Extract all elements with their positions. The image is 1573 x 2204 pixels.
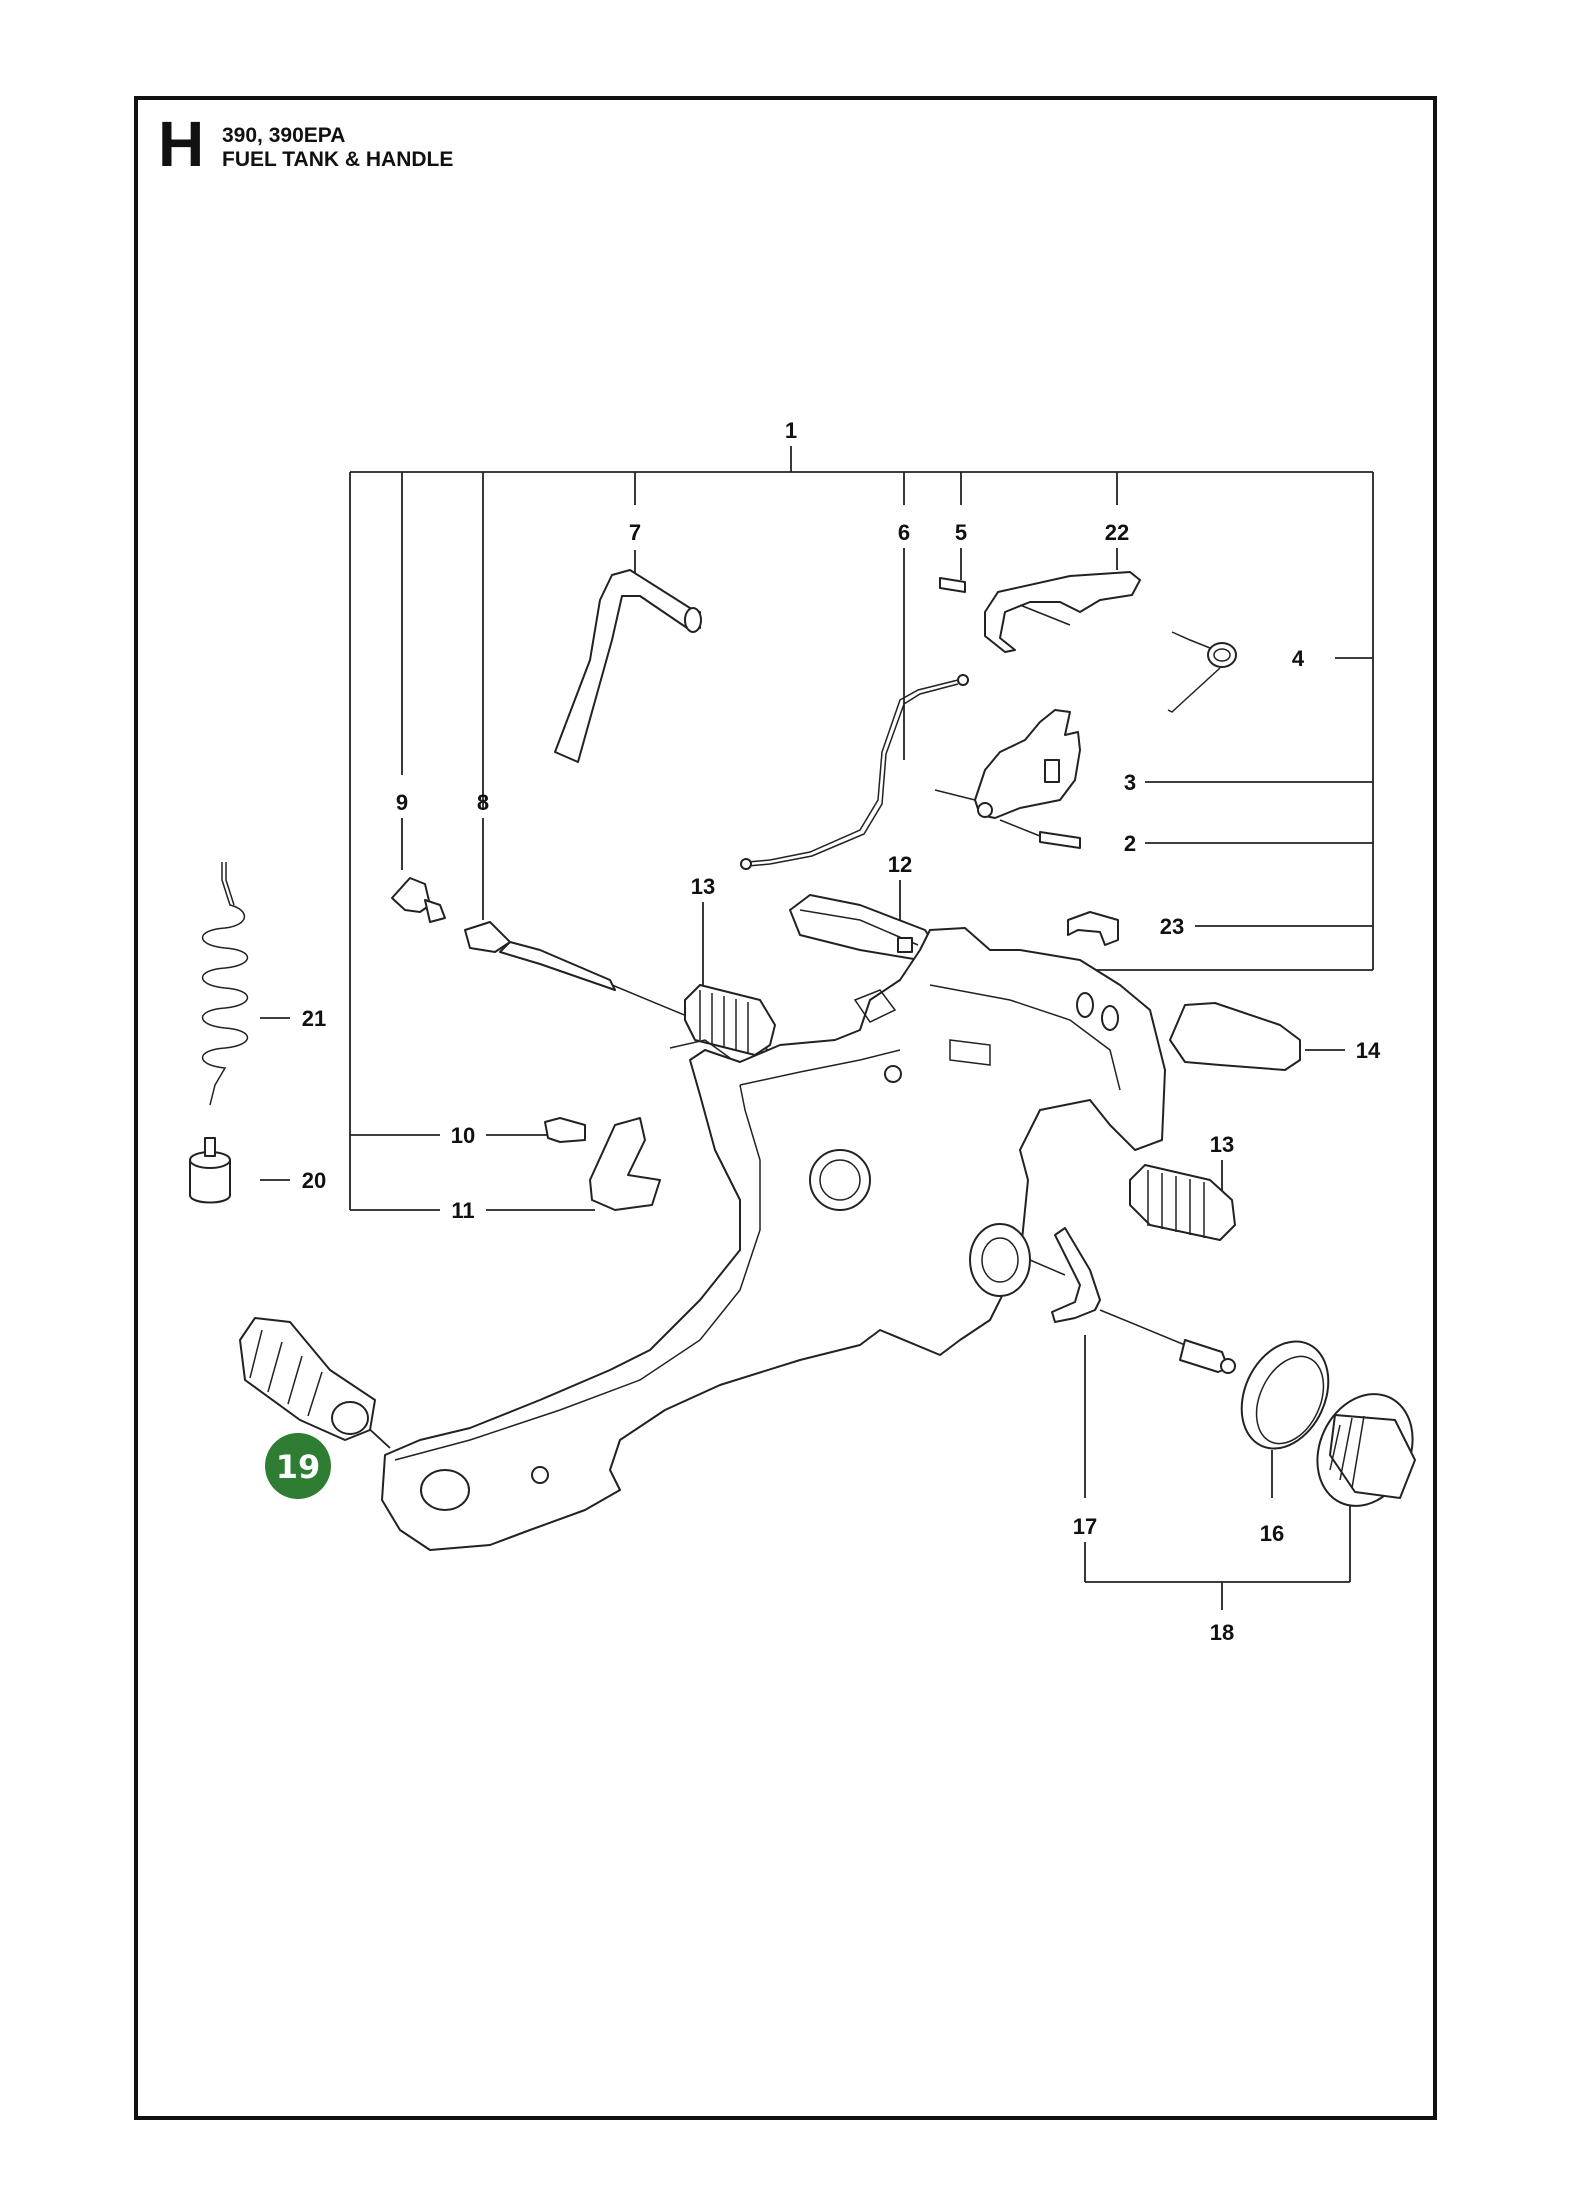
- highlight-badge[interactable]: [265, 1433, 331, 1499]
- callout-4: 4: [1292, 646, 1305, 671]
- throttle-trigger-part: [934, 709, 1081, 819]
- rubber-buffer-front-part: [239, 1317, 376, 1441]
- highlight-label: 19: [276, 1448, 321, 1486]
- callout-5: 5: [955, 520, 967, 545]
- callout-20: 20: [302, 1168, 326, 1193]
- fuel-tank-handle-body-part: [381, 927, 1166, 1551]
- callout-labels: 1 7 6 5 22 4 3 9 8 2 12 13 23 21 14 10 1…: [302, 418, 1381, 1645]
- callout-12: 12: [888, 852, 912, 877]
- handle-grip-part: [1169, 1002, 1301, 1071]
- callout-14: 14: [1356, 1038, 1381, 1063]
- page-frame: [134, 96, 1437, 2120]
- fuel-cap-part: [1316, 1393, 1416, 1507]
- throttle-cable-part: [740, 674, 969, 870]
- callout-11: 11: [451, 1198, 474, 1223]
- callout-1: 1: [785, 418, 797, 443]
- rubber-buffer-lower-part: [1129, 1164, 1236, 1241]
- screw-part: [544, 1117, 586, 1143]
- callout-8: 8: [477, 790, 489, 815]
- section-title: FUEL TANK & HANDLE: [222, 148, 454, 171]
- assembly-1-bracket: [349, 446, 1374, 1211]
- callout-10: 10: [451, 1123, 475, 1148]
- highlighted-callout-19[interactable]: 19: [265, 1433, 331, 1499]
- callout-21: 21: [302, 1006, 326, 1031]
- rubber-buffer-upper-part: [684, 984, 776, 1056]
- callout-18: 18: [1210, 1620, 1234, 1645]
- callout-22: 22: [1105, 520, 1129, 545]
- callout-23: 23: [1160, 914, 1184, 939]
- fuel-pipe-coil-part: [202, 862, 248, 1106]
- trigger-lockout-part: [939, 571, 1141, 653]
- trigger-spring-part: [1167, 631, 1237, 713]
- callout-9: 9: [396, 790, 408, 815]
- mounting-bracket-part: [589, 1117, 661, 1211]
- callout-13-lower: 13: [1210, 1132, 1234, 1157]
- fuel-filter-part: [189, 1137, 231, 1204]
- callout-7: 7: [629, 520, 641, 545]
- handle-cover-part: [789, 894, 936, 961]
- callout-2: 2: [1124, 831, 1136, 856]
- clip-part: [1067, 911, 1119, 946]
- callout-6: 6: [898, 520, 910, 545]
- section-letter: H: [158, 108, 205, 180]
- callout-3: 3: [1124, 770, 1136, 795]
- choke-connector-part: [391, 877, 446, 923]
- callout-13-upper: 13: [691, 874, 715, 899]
- model-numbers: 390, 390EPA: [222, 124, 346, 147]
- choke-lever-part: [1029, 1227, 1236, 1374]
- fuel-hose-part: [554, 569, 702, 763]
- trigger-pin-part: [999, 819, 1081, 849]
- fuel-cap-seal-part: [1240, 1340, 1330, 1450]
- callout-16: 16: [1260, 1521, 1284, 1546]
- callout-17: 17: [1073, 1514, 1097, 1539]
